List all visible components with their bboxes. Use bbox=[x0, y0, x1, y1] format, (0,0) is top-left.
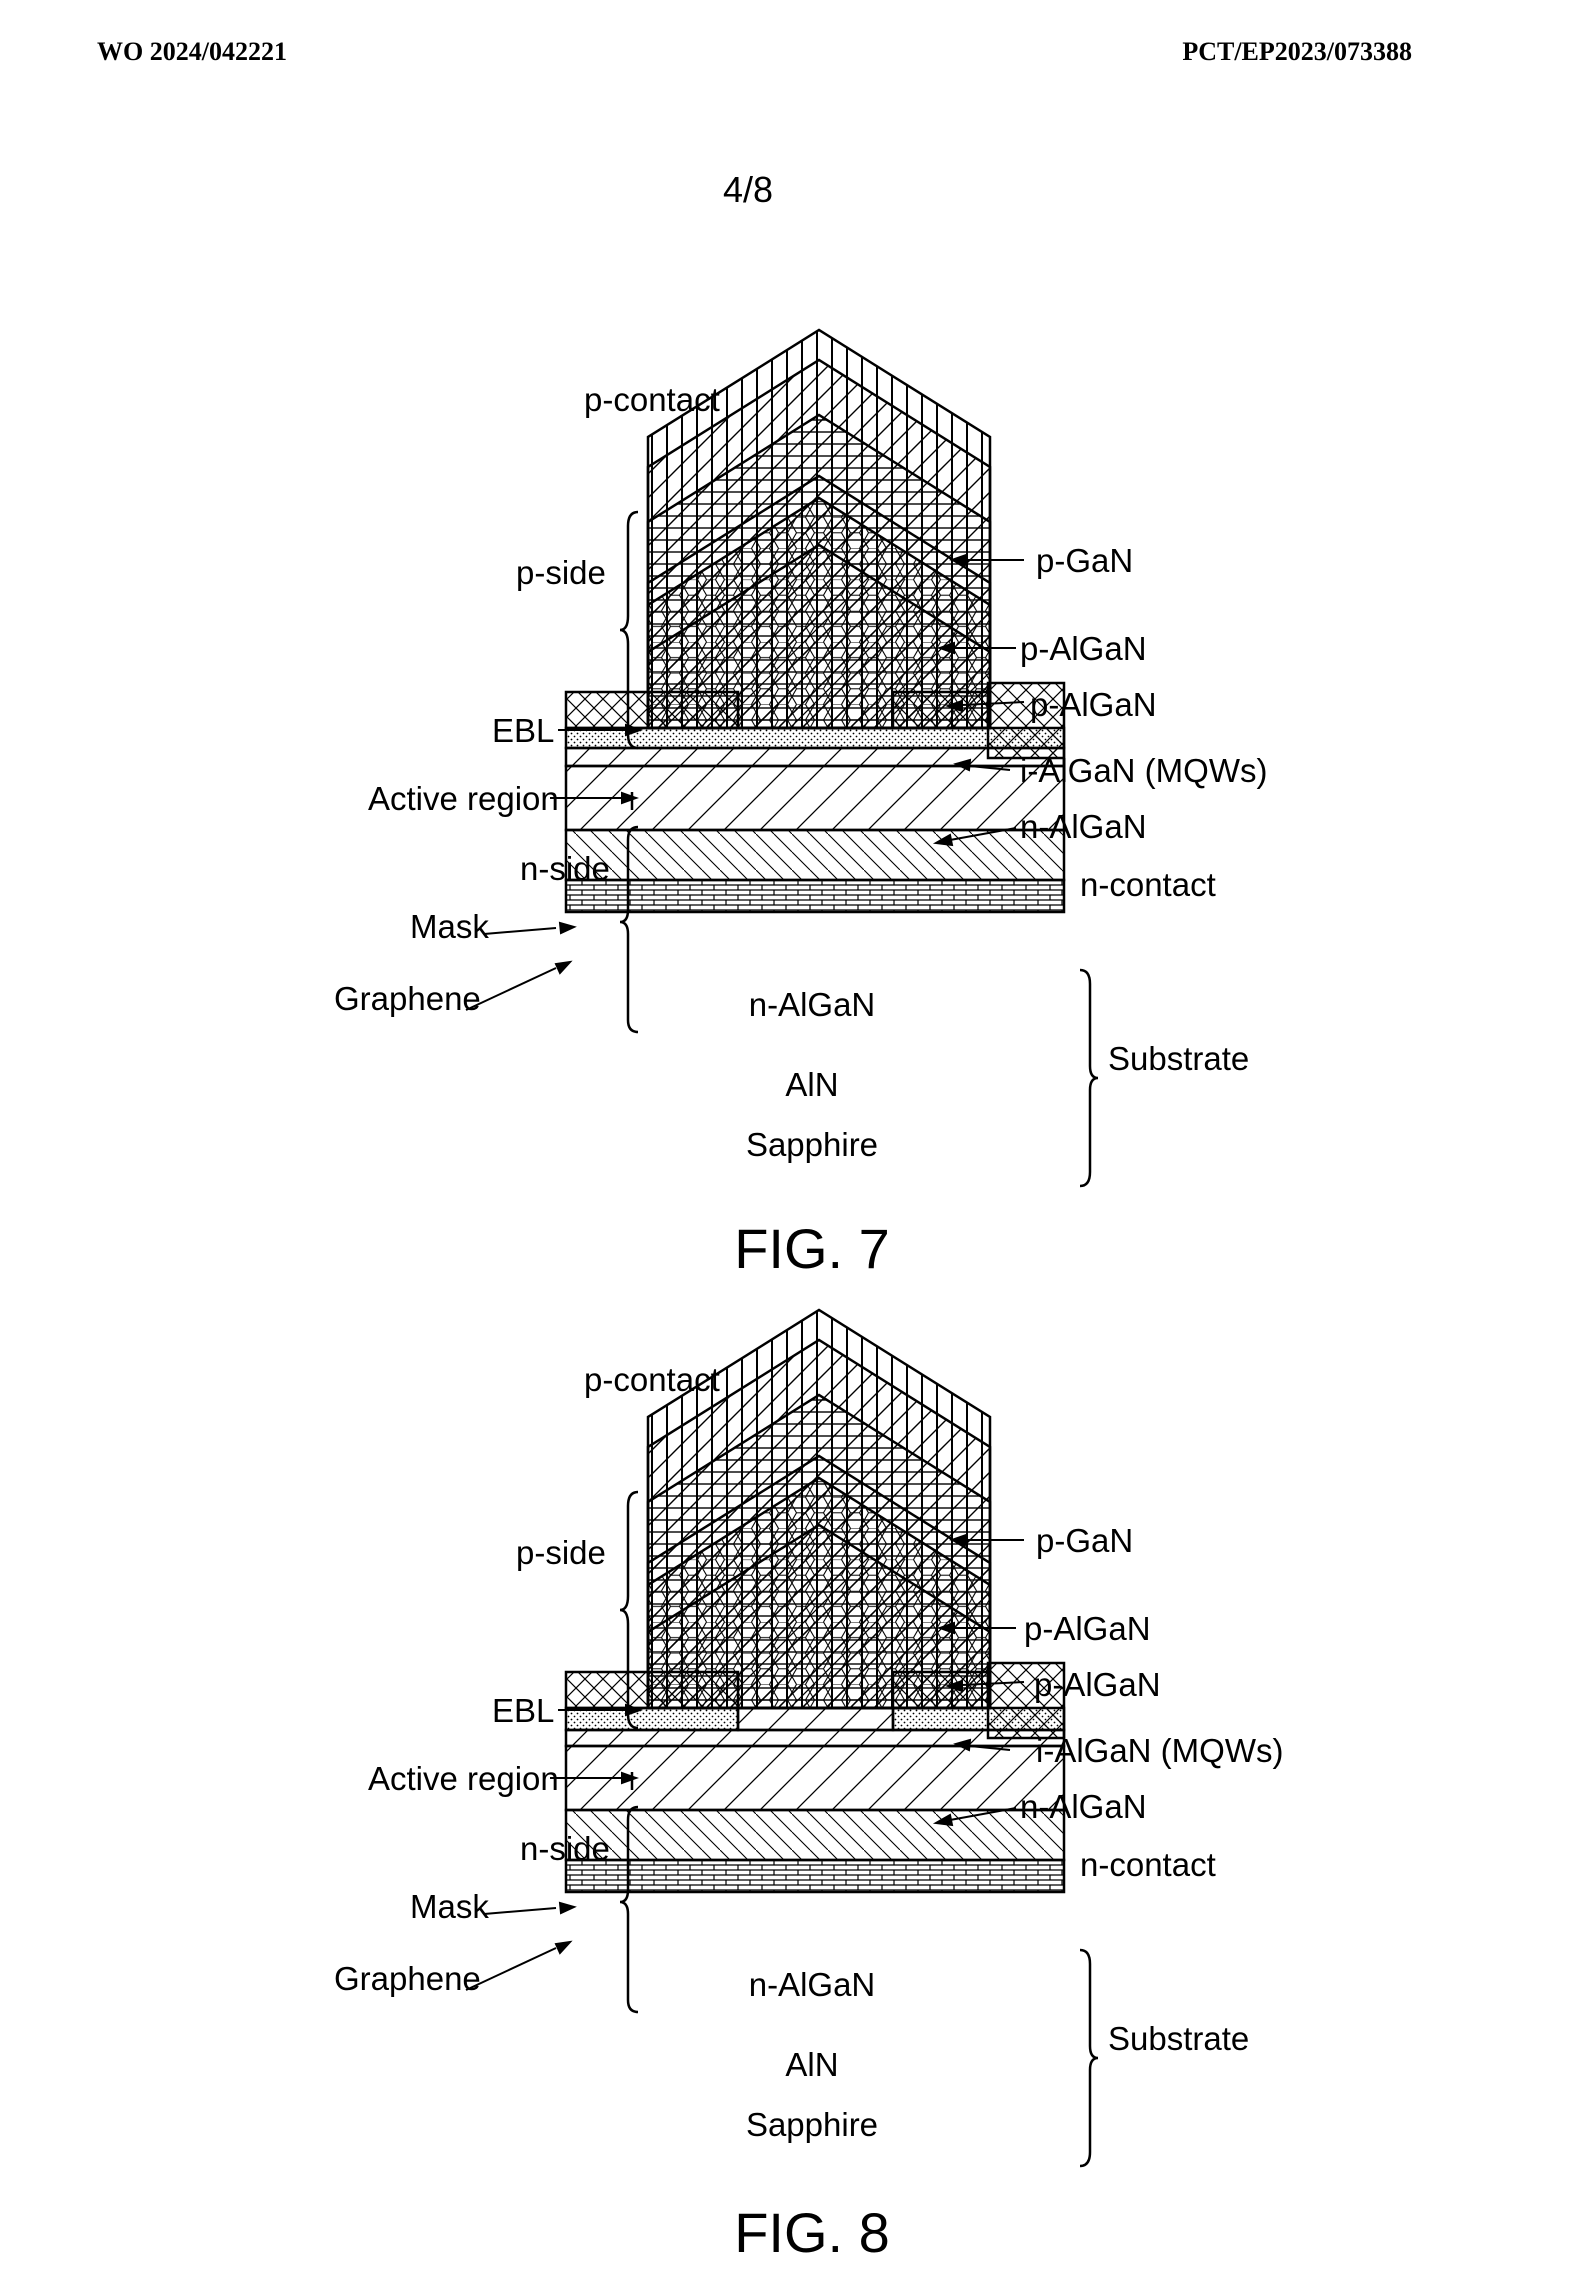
label-active-region: Active region bbox=[368, 780, 559, 817]
substrate-brace bbox=[1079, 1948, 1099, 2168]
label-n-algan-core: n-AlGaN bbox=[1020, 808, 1147, 845]
graphene-layer-left bbox=[564, 1706, 740, 1732]
label-aln: AlN bbox=[785, 1066, 838, 1103]
label-p-side: p-side bbox=[516, 554, 606, 591]
label-p-contact: p-contact bbox=[584, 381, 720, 418]
label-n-algan-layer: n-AlGaN bbox=[749, 986, 876, 1023]
label-p-gan: p-GaN bbox=[1036, 542, 1133, 579]
n-algan-window bbox=[736, 1706, 895, 1732]
label-substrate: Substrate bbox=[1108, 1040, 1249, 1077]
graphene-layer bbox=[564, 726, 1066, 750]
n-side-brace bbox=[619, 1805, 639, 2014]
publication-number: WO 2024/042221 bbox=[97, 37, 287, 66]
label-i-algan-mqws: i-AlGaN (MQWs) bbox=[1020, 752, 1267, 789]
label-sapphire: Sapphire bbox=[746, 2106, 878, 2143]
figure-8: p-contact p-side EBL Active region n-sid… bbox=[334, 1308, 1283, 2264]
label-p-gan: p-GaN bbox=[1036, 1522, 1133, 1559]
label-n-contact: n-contact bbox=[1080, 866, 1216, 903]
label-p-side: p-side bbox=[516, 1534, 606, 1571]
label-p-algan-2: p-AlGaN bbox=[1034, 1666, 1161, 1703]
figure-caption: FIG. 7 bbox=[734, 1217, 890, 1280]
label-mask: Mask bbox=[410, 908, 489, 945]
leader-arrows bbox=[465, 553, 1025, 1011]
substrate-brace bbox=[1079, 968, 1099, 1188]
figure-7: p-contact p-side EBL Active region n-sid… bbox=[334, 328, 1267, 1280]
label-mask: Mask bbox=[410, 1888, 489, 1925]
graphene-layer-right bbox=[891, 1706, 1066, 1732]
label-aln: AlN bbox=[785, 2046, 838, 2083]
n-algan-base bbox=[564, 746, 1066, 768]
label-i-algan-mqws: i-AlGaN (MQWs) bbox=[1036, 1732, 1283, 1769]
p-side-brace bbox=[619, 510, 639, 750]
sheet-number: 4/8 bbox=[723, 169, 773, 210]
label-p-algan-2: p-AlGaN bbox=[1030, 686, 1157, 723]
label-p-algan-1: p-AlGaN bbox=[1020, 630, 1147, 667]
label-ebl: EBL bbox=[492, 712, 554, 749]
label-p-contact: p-contact bbox=[584, 1361, 720, 1398]
label-n-algan-layer: n-AlGaN bbox=[749, 1966, 876, 2003]
label-graphene: Graphene bbox=[334, 1960, 481, 1997]
figure-caption: FIG. 8 bbox=[734, 2201, 890, 2264]
label-ebl: EBL bbox=[492, 1692, 554, 1729]
n-side-brace bbox=[619, 825, 639, 1034]
label-sapphire: Sapphire bbox=[746, 1126, 878, 1163]
label-n-side: n-side bbox=[520, 1830, 610, 1867]
label-n-algan-core: n-AlGaN bbox=[1020, 1788, 1147, 1825]
n-algan-base bbox=[564, 1728, 1066, 1748]
label-p-algan-1: p-AlGaN bbox=[1024, 1610, 1151, 1647]
label-substrate: Substrate bbox=[1108, 2020, 1249, 2057]
label-active-region: Active region bbox=[368, 1760, 559, 1797]
application-number: PCT/EP2023/073388 bbox=[1182, 37, 1412, 66]
label-n-contact: n-contact bbox=[1080, 1846, 1216, 1883]
leader-arrows bbox=[465, 1533, 1025, 1991]
label-n-side: n-side bbox=[520, 850, 610, 887]
label-graphene: Graphene bbox=[334, 980, 481, 1017]
p-side-brace bbox=[619, 1490, 639, 1730]
